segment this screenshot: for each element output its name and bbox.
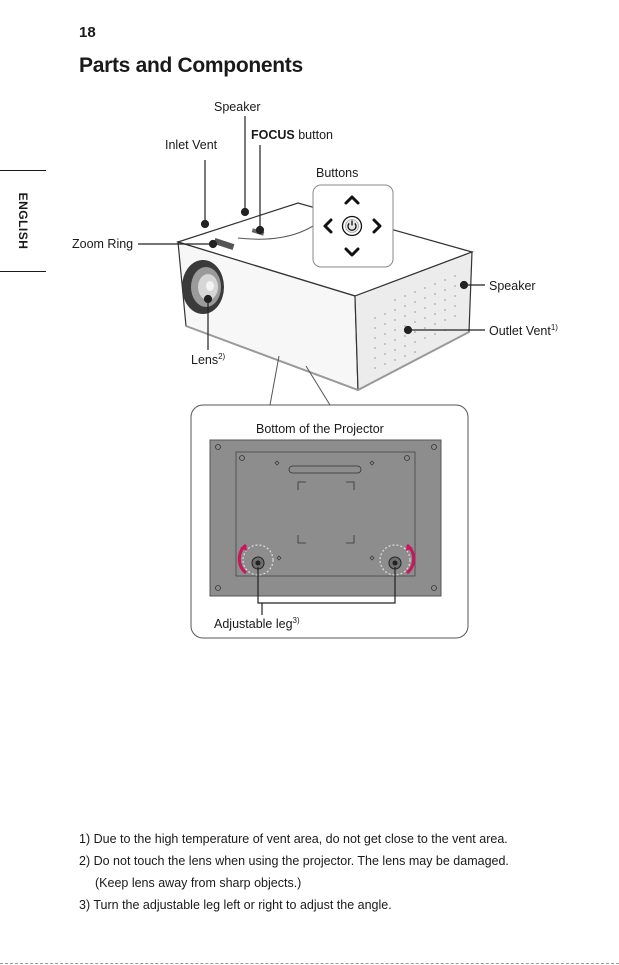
label-adjustable-leg-text: Adjustable leg xyxy=(214,617,293,631)
label-zoom-ring: Zoom Ring xyxy=(72,237,133,251)
footnote-2-continued-text: (Keep lens away from sharp objects.) xyxy=(95,876,302,890)
page-bottom-rule xyxy=(0,963,619,964)
label-outlet-vent-ref: 1) xyxy=(551,323,558,332)
power-icon xyxy=(341,215,363,237)
page-title: Parts and Components xyxy=(79,54,303,77)
adjustable-leg-left xyxy=(237,543,274,576)
arrow-up-icon xyxy=(344,195,360,205)
lens-illustration xyxy=(182,260,224,314)
label-speaker-side: Speaker xyxy=(489,279,536,293)
label-outlet-vent: Outlet Vent1) xyxy=(489,323,558,338)
label-adjustable-leg: Adjustable leg3) xyxy=(214,616,300,631)
label-lens-text: Lens xyxy=(191,353,218,367)
arrow-left-icon xyxy=(323,218,333,234)
language-side-tab: ENGLISH xyxy=(0,170,46,272)
footnotes: 1) Due to the high temperature of vent a… xyxy=(79,828,509,916)
label-speaker-top: Speaker xyxy=(214,100,261,114)
arrow-down-icon xyxy=(344,247,360,257)
label-focus-button: FOCUS button xyxy=(251,128,333,142)
label-lens-ref: 2) xyxy=(218,352,225,361)
footnote-2: 2) Do not touch the lens when using the … xyxy=(79,854,509,868)
page-number: 18 xyxy=(79,24,96,41)
label-focus-bold: FOCUS xyxy=(251,128,295,142)
footnote-1: 1) Due to the high temperature of vent a… xyxy=(79,832,508,846)
label-bottom-title: Bottom of the Projector xyxy=(256,422,384,436)
label-buttons: Buttons xyxy=(316,166,358,180)
label-inlet-vent: Inlet Vent xyxy=(165,138,218,152)
buttons-callout xyxy=(312,184,394,268)
label-adjustable-leg-ref: 3) xyxy=(293,616,300,625)
footnote-2-continued: (Keep lens away from sharp objects.) xyxy=(79,872,509,894)
label-lens: Lens2) xyxy=(191,352,226,367)
adjustable-leg-right xyxy=(379,543,416,576)
label-outlet-vent-text: Outlet Vent xyxy=(489,324,551,338)
leader-lines xyxy=(138,116,485,350)
footnote-3: 3) Turn the adjustable leg left or right… xyxy=(79,898,392,912)
arrow-right-icon xyxy=(372,218,382,234)
side-vent-grille xyxy=(374,275,456,369)
bottom-view-box xyxy=(190,404,469,639)
label-focus-rest: button xyxy=(295,128,333,142)
